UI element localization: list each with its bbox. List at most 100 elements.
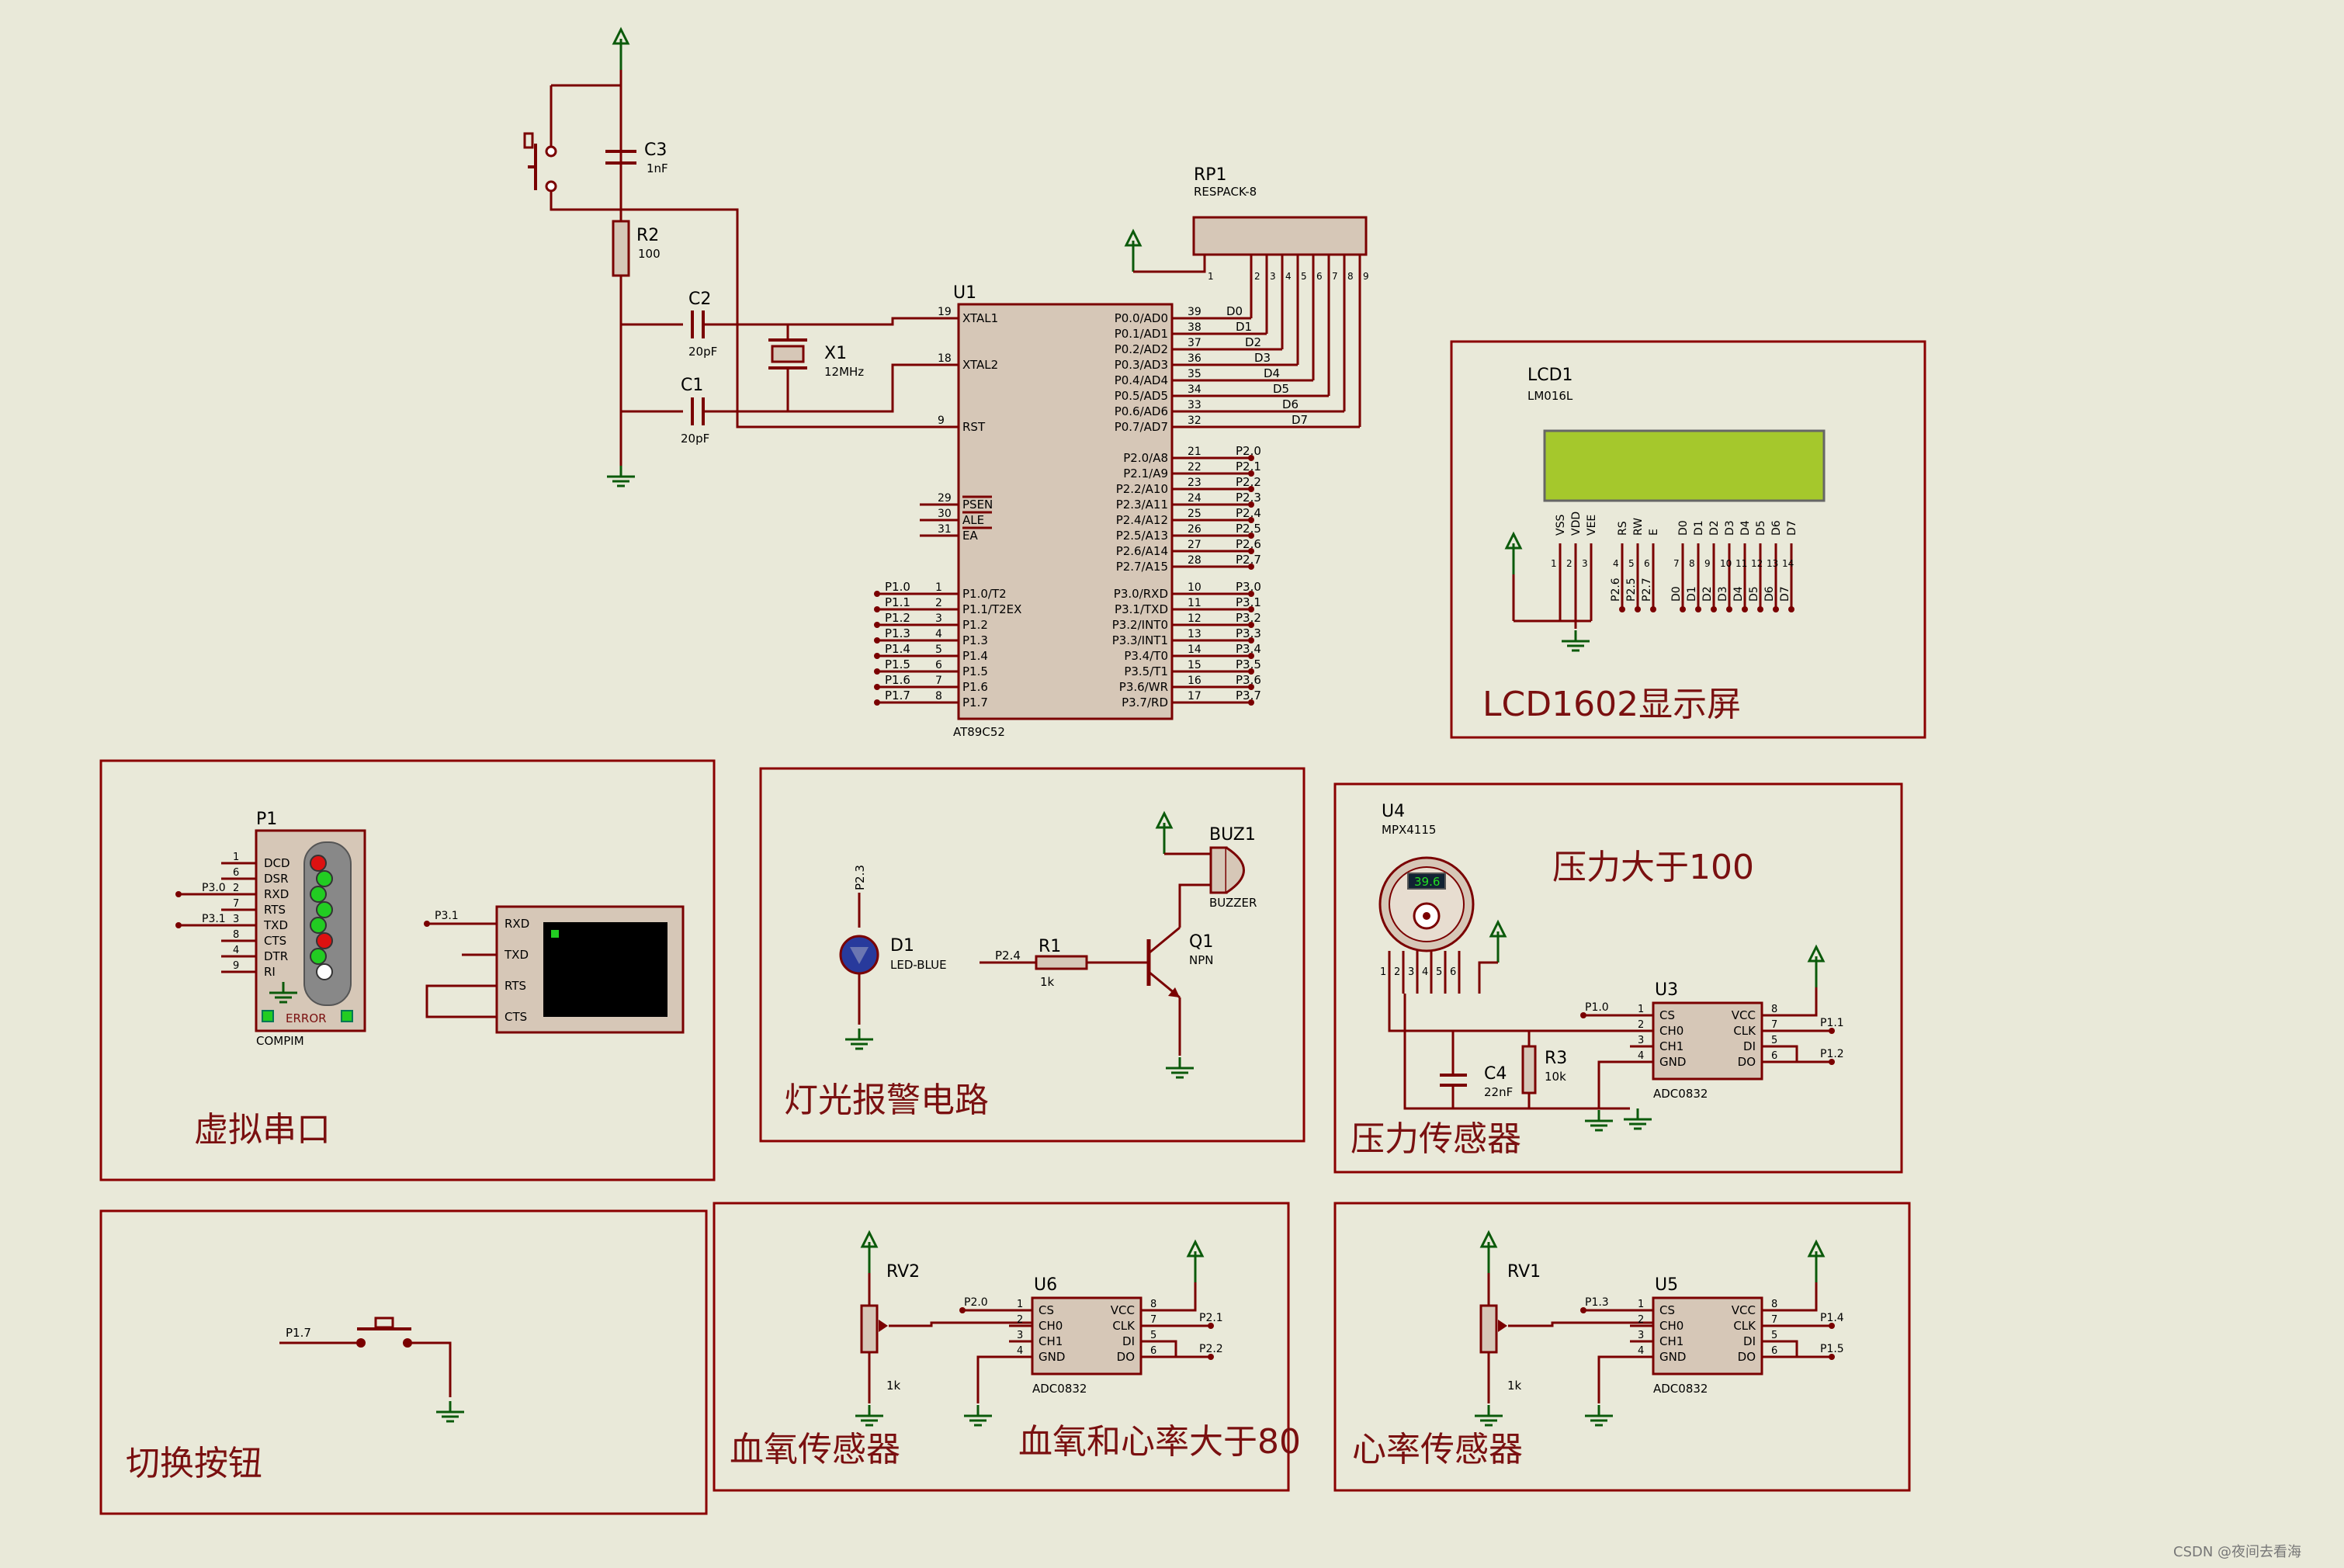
serial-section-title: 虚拟串口 [194,1110,331,1150]
vcc-symbol [612,28,629,71]
net-junction [874,606,880,612]
lcd-screen [1543,429,1826,502]
net-label: P2.1 [1199,1312,1223,1324]
adc-pin-name: VCC [1732,1008,1756,1022]
net-label: P1.4 [885,642,910,656]
adc-pin-name: GND [1659,1055,1686,1069]
lcd-net-label: D5 [1748,586,1760,602]
mcu-pin-name: P0.0/AD0 [1115,311,1168,325]
capacitor-c4: C4 22nF [1440,1064,1513,1099]
adc-pin-name: CH1 [1659,1334,1683,1348]
q1-value: NPN [1189,953,1214,967]
lcd-pin-number: 1 [1551,558,1557,569]
mcu-pin-number: 33 [1188,399,1201,411]
net-junction [1680,606,1686,612]
mcu-pin-name: P2.0/A8 [1123,451,1168,465]
lcd-pin-name: D2 [1708,520,1721,536]
ground-symbol [1473,1403,1504,1427]
net-junction [1742,606,1748,612]
compim-pin-number: 6 [233,867,239,879]
c1-value: 20pF [681,432,709,446]
d1-value: LED-BLUE [890,958,947,972]
net-label: P1.1 [885,595,910,609]
ground-symbol [1560,629,1591,652]
lcd-pin-number: 4 [1613,558,1619,569]
lcd-pin-name: E [1648,529,1660,536]
lcd-net-label: D4 [1732,586,1745,602]
watermark: CSDN @夜间去看海 [2173,1544,2301,1560]
compim-pin-name: DCD [264,856,290,870]
adc-pin-name: VCC [1732,1303,1756,1317]
mcu-pin-number: 17 [1188,690,1201,702]
sensor-pin-number: 1 [1380,966,1386,978]
adc-value: ADC0832 [1032,1382,1087,1396]
adc-pin-name: CLK [1733,1319,1756,1333]
net-label: D1 [1236,320,1252,334]
net-junction [1829,1354,1835,1360]
adc-pin-name: DO [1738,1350,1756,1364]
net-label: P2.2 [1199,1343,1223,1355]
adc-pin-number: 3 [1638,1035,1644,1046]
capacitor-c3: C3 1nF [605,140,668,175]
adc-pin-number: 4 [1638,1345,1644,1357]
net-label: D5 [1273,382,1289,396]
net-junction [1635,606,1641,612]
compim-led [316,870,333,887]
net-label: P3.0 [202,882,226,894]
lcd-pin-number: 3 [1582,558,1588,569]
c4-value: 22nF [1484,1085,1513,1099]
compim-error: ERROR [286,1011,327,1025]
mcu-pin-name: P0.2/AD2 [1115,342,1168,356]
adc-pin-number: 3 [1638,1330,1644,1341]
lcd-pin-name: D3 [1724,520,1736,536]
net-junction [1248,668,1254,675]
net-label: P1.5 [1820,1343,1844,1355]
mcu-pin-number: 2 [935,597,942,609]
mcu-pin-number: 21 [1188,446,1201,458]
adc-pin-name: GND [1039,1350,1065,1364]
wire [1164,1340,1177,1357]
net-junction [1726,606,1732,612]
lcd-pin-number: 14 [1782,558,1794,569]
sensor-pin-number: 4 [1422,966,1428,978]
potentiometer-rv1[interactable]: 1k [1479,1231,1522,1403]
net-junction [874,637,880,644]
switch-section-title: 切换按钮 [126,1444,262,1483]
net-label: P3.1 [202,913,226,925]
mcu-pin-number: 36 [1188,352,1201,365]
switch-net-label: P1.7 [286,1326,311,1340]
sensor-pin-number: 6 [1450,966,1456,978]
net-junction [1248,470,1254,477]
mcu-pin-number: 5 [935,644,942,656]
mcu-pin-name: P0.6/AD6 [1115,404,1168,418]
mcu-pin-name: EA [962,529,978,543]
switch-button[interactable] [356,1316,412,1348]
pressure-sensor-u4[interactable]: 39.6 [1378,856,1475,952]
net-label: P3.2 [1236,611,1261,625]
mcu-pin-number: 39 [1188,306,1201,318]
net-junction [1580,1012,1586,1018]
lcd1-ref: LCD1 [1527,366,1573,385]
reset-button[interactable] [523,132,557,193]
c2-ref: C2 [688,290,711,309]
compim-led [310,917,327,934]
net-junction [1580,1307,1586,1313]
mcu-pin-name: P1.1/T2EX [962,602,1021,616]
resistor-r2: R2 100 [612,220,661,277]
mcu-pin-name: ALE [962,513,984,527]
mcu-pin-name: P3.2/INT0 [1112,618,1168,632]
mcu-pin-name: P3.4/T0 [1124,649,1168,663]
net-label: P1.0 [885,580,910,594]
net-label: P1.1 [1820,1017,1844,1029]
p1-ref: P1 [256,810,277,829]
adc-ref: U3 [1655,980,1678,1000]
compim-led [316,932,333,949]
adc-pin-number: 1 [1017,1299,1023,1310]
net-label: P3.4 [1236,642,1261,656]
potentiometer-rv2[interactable]: 1k [860,1231,901,1403]
net-label: P3.6 [1236,673,1261,687]
